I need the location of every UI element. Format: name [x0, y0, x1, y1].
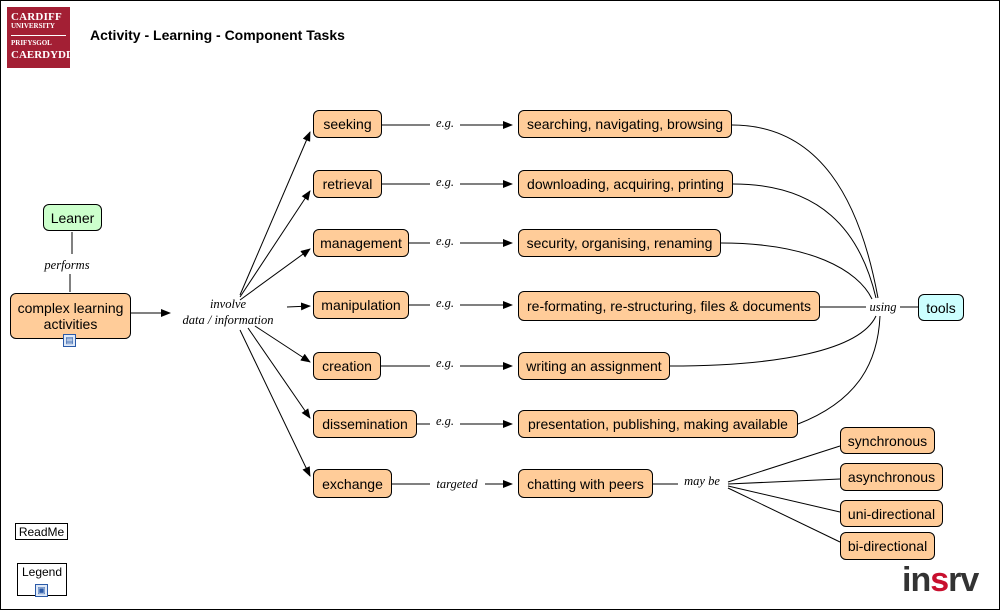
learner-node: Leaner [43, 204, 102, 231]
example-exchange: chatting with peers [518, 469, 653, 498]
logo-line1: CARDIFF [11, 11, 62, 23]
readme-button[interactable]: ReadMe [15, 523, 68, 540]
task-manipulation: manipulation [313, 291, 409, 319]
document-icon[interactable]: ▤ [63, 334, 76, 347]
complex-learning-activities-node: complex learning activities [10, 293, 131, 339]
option-asynchronous: asynchronous [840, 463, 943, 491]
page-title: Activity - Learning - Component Tasks [90, 27, 345, 43]
targeted-label: targeted [436, 477, 478, 491]
performs-label: performs [44, 258, 90, 272]
example-creation: writing an assignment [518, 352, 670, 380]
task-creation: creation [313, 352, 381, 380]
option-bi-directional: bi-directional [840, 532, 935, 560]
using-label: using [869, 300, 897, 314]
logo-line2: UNIVERSITY [11, 22, 55, 30]
eg-label-retrieval: e.g. [435, 175, 455, 189]
option-uni-directional: uni-directional [840, 500, 943, 527]
may-be-label: may be [684, 474, 720, 488]
eg-label-manipulation: e.g. [435, 296, 455, 310]
involve-label: involve [209, 297, 247, 311]
example-seeking: searching, navigating, browsing [518, 110, 732, 138]
task-dissemination: dissemination [313, 410, 417, 438]
eg-label-creation: e.g. [435, 356, 455, 370]
eg-label-dissemination: e.g. [435, 414, 455, 428]
legend-label: Legend [21, 565, 63, 579]
task-management: management [313, 229, 409, 257]
logo-line3: PRIFYSGOL [11, 39, 52, 47]
task-retrieval: retrieval [313, 170, 382, 198]
task-exchange: exchange [313, 469, 392, 498]
task-seeking: seeking [313, 110, 382, 138]
eg-label-seeking: e.g. [435, 116, 455, 130]
logo-line4: CAERDYDD [11, 49, 74, 61]
example-dissemination: presentation, publishing, making availab… [518, 410, 798, 438]
eg-label-management: e.g. [435, 234, 455, 248]
option-synchronous: synchronous [840, 427, 935, 454]
data-information-label: data / information [182, 313, 274, 327]
insrv-suffix: rv [948, 561, 979, 599]
cardiff-university-logo: CARDIFF UNIVERSITY PRIFYSGOL CAERDYDD [7, 7, 74, 68]
example-management: security, organising, renaming [518, 229, 721, 257]
insrv-logo: insrv [902, 561, 979, 600]
example-retrieval: downloading, acquiring, printing [518, 170, 733, 198]
map-icon[interactable]: ▣ [35, 584, 48, 597]
example-manipulation: re-formating, re-structuring, files & do… [518, 291, 820, 321]
insrv-prefix: in [902, 561, 931, 599]
tools-node: tools [918, 294, 964, 321]
insrv-accent: s [930, 561, 949, 599]
